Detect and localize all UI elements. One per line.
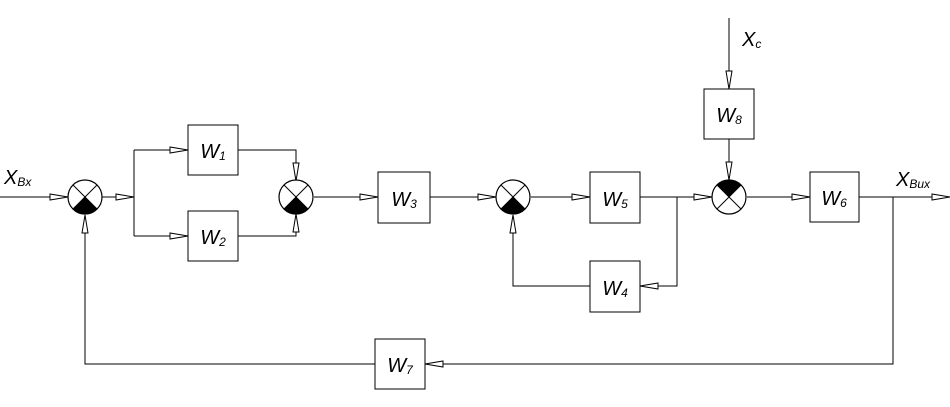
output-signal-symbol: X xyxy=(895,169,910,191)
block-w2-label: W xyxy=(200,227,221,249)
summing-junction-2 xyxy=(278,179,314,215)
block-w2: W2 xyxy=(187,210,239,262)
input-signal-subscript: Bx xyxy=(17,175,32,189)
block-w7-index: 7 xyxy=(406,363,414,377)
block-w7: W7 xyxy=(374,338,426,390)
summing-junction-4 xyxy=(711,179,747,215)
block-w3-label: W xyxy=(391,189,412,211)
block-w6: W6 xyxy=(809,171,860,223)
input-signal-symbol: X xyxy=(3,167,18,189)
block-w5-index: 5 xyxy=(621,197,628,211)
block-w1-index: 1 xyxy=(219,149,226,163)
block-w4: W4 xyxy=(589,260,641,313)
block-w2-index: 2 xyxy=(218,235,226,249)
svg-text:W3: W3 xyxy=(391,189,417,211)
block-w4-label: W xyxy=(602,278,623,300)
block-w1-label: W xyxy=(200,141,221,163)
block-w8-label: W xyxy=(716,105,737,127)
block-w8: W8 xyxy=(703,88,755,140)
arrowheads xyxy=(49,70,950,368)
block-w5: W5 xyxy=(589,171,641,224)
svg-text:W6: W6 xyxy=(821,188,847,210)
input-signal-label: XBx xyxy=(3,167,32,189)
block-w7-label: W xyxy=(387,355,408,377)
output-signal-subscript: Bux xyxy=(909,177,931,191)
svg-text:W4: W4 xyxy=(602,278,628,300)
svg-text:W8: W8 xyxy=(716,105,742,127)
block-w1: W1 xyxy=(187,124,239,176)
block-w5-label: W xyxy=(602,189,623,211)
block-w6-label: W xyxy=(821,188,842,210)
block-w6-index: 6 xyxy=(840,196,847,210)
svg-text:W5: W5 xyxy=(602,189,628,211)
block-w4-index: 4 xyxy=(621,286,628,300)
connections xyxy=(0,18,950,365)
block-w3: W3 xyxy=(377,171,431,224)
summing-junction-3 xyxy=(495,179,531,215)
disturbance-signal-subscript: c xyxy=(755,37,761,51)
disturbance-signal-symbol: X xyxy=(741,29,756,51)
output-signal-label: XBux xyxy=(895,169,931,191)
svg-text:W2: W2 xyxy=(200,227,226,249)
disturbance-signal-label: Xc xyxy=(741,29,761,51)
block-w3-index: 3 xyxy=(410,197,417,211)
summing-junction-1 xyxy=(67,179,103,215)
block-w8-index: 8 xyxy=(735,113,742,127)
svg-text:W1: W1 xyxy=(200,141,226,163)
svg-text:W7: W7 xyxy=(387,355,414,377)
